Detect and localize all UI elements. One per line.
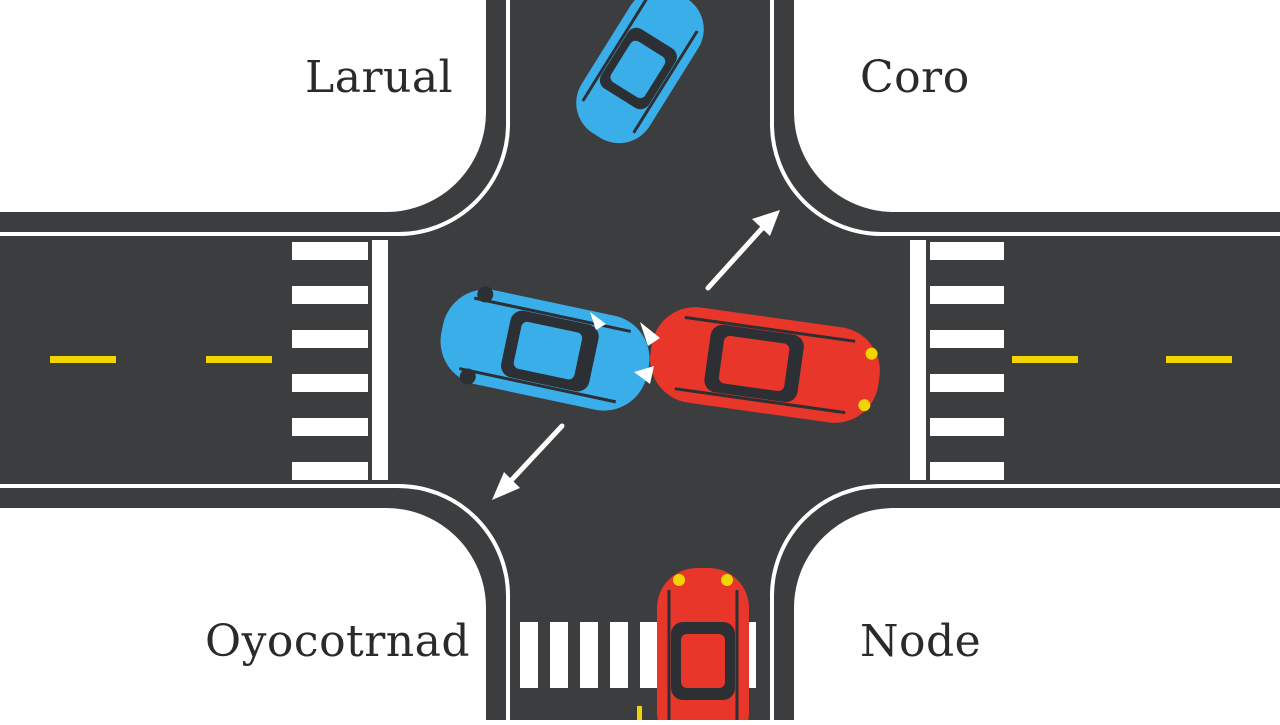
corner-fillet-nw [386, 112, 486, 212]
crosswalk-stripe [520, 622, 538, 688]
impact-mark [590, 312, 660, 384]
crosswalk-stripe [640, 622, 658, 688]
corner-fillet-ne [794, 112, 894, 212]
center-dash [50, 356, 116, 363]
corner-label-north-east: Coro [860, 52, 970, 103]
crosswalk-east [930, 242, 1004, 480]
curb-line-ne [769, 0, 1280, 237]
crosswalk-stripe [930, 286, 1004, 304]
crosswalk-stripe [292, 462, 368, 480]
crosswalk-stripe [292, 242, 368, 260]
curb-line-nw [0, 0, 511, 237]
stop-lines [372, 240, 926, 480]
corner-fillet-sw [386, 508, 486, 608]
curb-line-se [769, 483, 1280, 720]
crosswalk-stripe [292, 286, 368, 304]
crosswalk-stripe [930, 374, 1004, 392]
crosswalk-stripe [550, 622, 568, 688]
arrow-down-left-icon [492, 423, 565, 500]
corner-label-south-west: Oyocotrnad [205, 616, 471, 667]
center-dash [1012, 356, 1078, 363]
stop-line-east [910, 240, 926, 480]
crosswalk-stripe [930, 242, 1004, 260]
crosswalk-stripe [292, 330, 368, 348]
red-car-icon [650, 307, 880, 423]
arrow-up-right-icon [705, 210, 780, 291]
crosswalk-stripe [292, 418, 368, 436]
crosswalk-stripe [610, 622, 628, 688]
stop-line-west [372, 240, 388, 480]
red-car-icon [657, 568, 749, 725]
crosswalk-stripe [930, 330, 1004, 348]
crosswalk-south [520, 622, 756, 688]
center-dash [1166, 356, 1232, 363]
center-lines [50, 356, 1232, 720]
corner-fillet-se [794, 508, 894, 608]
corner-label-north-west: Larual [305, 52, 454, 103]
crosswalk-stripe [580, 622, 598, 688]
center-dash [637, 706, 642, 720]
center-dash [206, 356, 272, 363]
corner-label-south-east: Node [860, 616, 982, 667]
crosswalk-west [292, 242, 368, 480]
curb-line-sw [0, 483, 511, 720]
crosswalk-stripe [930, 418, 1004, 436]
crosswalk-stripe [930, 462, 1004, 480]
blue-car-icon [576, 0, 704, 144]
crosswalk-stripe [292, 374, 368, 392]
